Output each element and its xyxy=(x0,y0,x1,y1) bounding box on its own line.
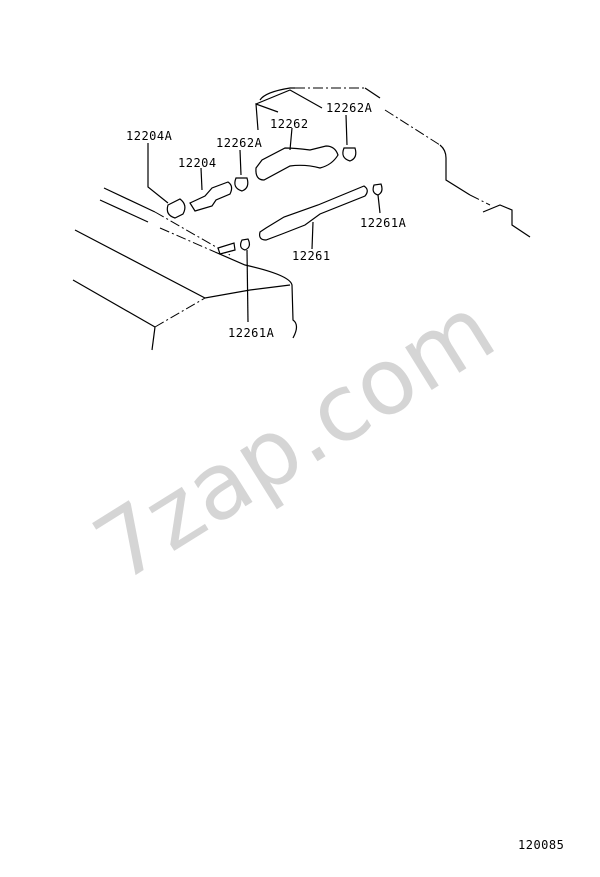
clamp xyxy=(342,147,357,162)
pcv-parts xyxy=(166,145,383,255)
label-12262A-left: 12262A xyxy=(216,136,263,150)
pipe-stub xyxy=(217,242,236,255)
leader-lines xyxy=(147,89,381,323)
clamp xyxy=(372,183,383,196)
label-12262A-right: 12262A xyxy=(326,101,373,115)
hose-lower xyxy=(259,185,368,241)
clamp xyxy=(239,238,251,251)
label-12261A-bottom: 12261A xyxy=(228,326,275,340)
label-12261A-right: 12261A xyxy=(360,216,407,230)
hose-upper xyxy=(255,145,339,181)
watermark: 7zap.com xyxy=(76,275,512,603)
diagram-number: 120085 xyxy=(518,838,564,852)
label-12204: 12204 xyxy=(178,156,217,170)
engine-outline xyxy=(72,87,531,351)
label-12204A: 12204A xyxy=(126,129,173,143)
grommet xyxy=(166,198,186,219)
clamp xyxy=(234,177,249,192)
part-labels: 12204A 12204 12262A 12262 12262A 12261A … xyxy=(126,101,407,340)
label-12261: 12261 xyxy=(292,249,331,263)
pcv-valve xyxy=(189,181,233,212)
label-12262: 12262 xyxy=(270,117,309,131)
